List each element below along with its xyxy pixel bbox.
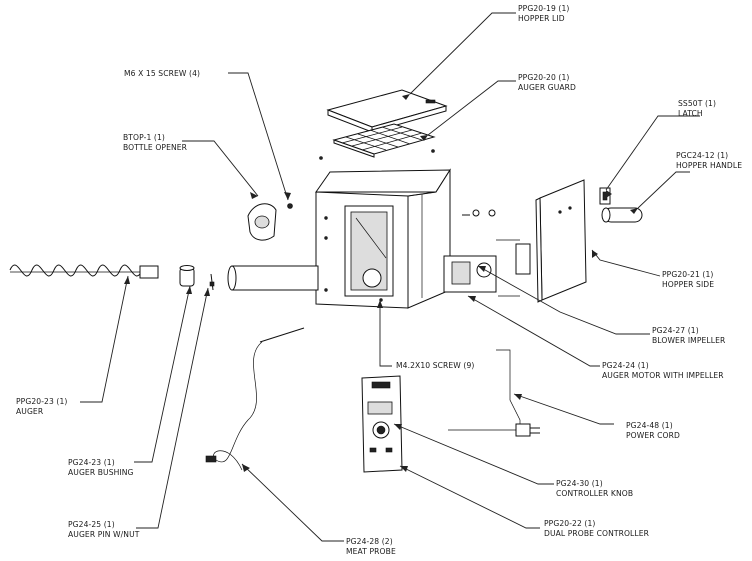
auger-motor-drawing xyxy=(443,239,531,297)
hopper-lid-name: HOPPER LID xyxy=(518,14,565,23)
blower-impeller-code: PG24-27 (1) xyxy=(652,326,699,335)
auger-pin-name: AUGER PIN W/NUT xyxy=(68,530,140,539)
auger-guard-name: AUGER GUARD xyxy=(518,83,576,92)
power-cord-name: POWER CORD xyxy=(626,431,680,440)
bottle-opener-code: BTOP-1 (1) xyxy=(123,133,165,142)
auger-pin-drawing xyxy=(209,273,215,291)
hopper-lid-code: PPG20-19 (1) xyxy=(518,4,569,13)
hopper-handle-code: PGC24-12 (1) xyxy=(676,151,728,160)
small-screws-drawing xyxy=(319,149,496,217)
bottle-opener-name: BOTTLE OPENER xyxy=(123,143,188,152)
meat-probe-code: PG24-28 (2) xyxy=(346,537,393,546)
auger-guard-code: PPG20-20 (1) xyxy=(518,73,569,82)
hopper-handle-name: HOPPER HANDLE xyxy=(676,161,742,170)
auger-bushing-drawing xyxy=(179,265,195,287)
hopper-side-code: PPG20-21 (1) xyxy=(662,270,713,279)
meat-probe-drawing xyxy=(205,327,305,471)
meat-probe-name: MEAT PROBE xyxy=(346,547,396,556)
blower-impeller-name: BLOWER IMPELLER xyxy=(652,336,726,345)
controller-drawing xyxy=(361,375,403,473)
auger-name: AUGER xyxy=(16,407,44,416)
auger-bushing-name: AUGER BUSHING xyxy=(68,468,134,477)
auger-tube-drawing xyxy=(227,265,319,291)
leader-lines xyxy=(80,12,700,542)
hopper-side-name: HOPPER SIDE xyxy=(662,280,714,289)
latch-name: LATCH xyxy=(678,109,703,118)
dual-probe-controller-name: DUAL PROBE CONTROLLER xyxy=(544,529,650,538)
hopper-body-drawing xyxy=(315,168,451,309)
power-cord-drawing xyxy=(448,349,540,437)
auger-code: PPG20-23 (1) xyxy=(16,397,67,406)
part-labels: PPG20-19 (1) HOPPER LID PPG20-20 (1) AUG… xyxy=(16,4,742,556)
auger-motor-name: AUGER MOTOR WITH IMPELLER xyxy=(602,371,724,380)
bottle-opener-drawing xyxy=(247,203,293,241)
controller-knob-name: CONTROLLER KNOB xyxy=(556,489,633,498)
hopper-side-drawing xyxy=(535,179,587,303)
controller-knob-code: PG24-30 (1) xyxy=(556,479,603,488)
auger-drawing xyxy=(9,264,159,279)
auger-guard-drawing xyxy=(332,123,436,158)
m42-screw-code: M4.2X10 SCREW (9) xyxy=(396,361,474,370)
m6-screw-code: M6 X 15 SCREW (4) xyxy=(124,69,200,78)
power-cord-code: PG24-48 (1) xyxy=(626,421,673,430)
dual-probe-controller-code: PPG20-22 (1) xyxy=(544,519,595,528)
auger-pin-code: PG24-25 (1) xyxy=(68,520,115,529)
auger-bushing-code: PG24-23 (1) xyxy=(68,458,115,467)
latch-code: SS50T (1) xyxy=(678,99,716,108)
auger-motor-code: PG24-24 (1) xyxy=(602,361,649,370)
